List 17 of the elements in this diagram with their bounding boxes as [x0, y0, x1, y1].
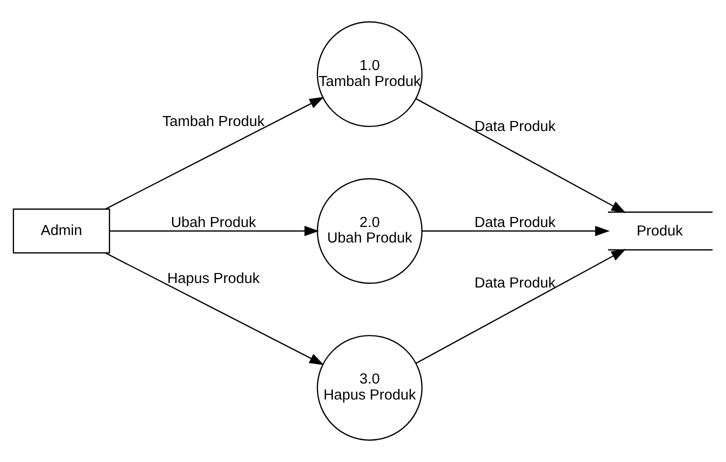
edge-label: Hapus Produk — [167, 270, 260, 287]
arrow — [422, 226, 610, 236]
node-circle: 2.0 Ubah Produk — [316, 178, 423, 284]
arrow — [416, 249, 626, 364]
edge-label: Data Produk — [474, 118, 556, 135]
node-text: Produk — [636, 223, 683, 240]
arrow — [105, 96, 324, 210]
arrow — [416, 98, 626, 213]
edge-label: Data Produk — [474, 214, 556, 231]
arrow — [105, 252, 324, 366]
edge-label: Tambah Produk — [162, 114, 264, 130]
node-box: Admin — [12, 208, 110, 254]
node-circle: 3.0 Hapus Produk — [316, 334, 423, 441]
edge-label: Ubah Produk — [170, 214, 256, 231]
edge-label: Data Produk — [474, 276, 556, 292]
arrow — [110, 226, 320, 236]
node-circle: 1.0 Tambah Produk — [316, 21, 423, 128]
